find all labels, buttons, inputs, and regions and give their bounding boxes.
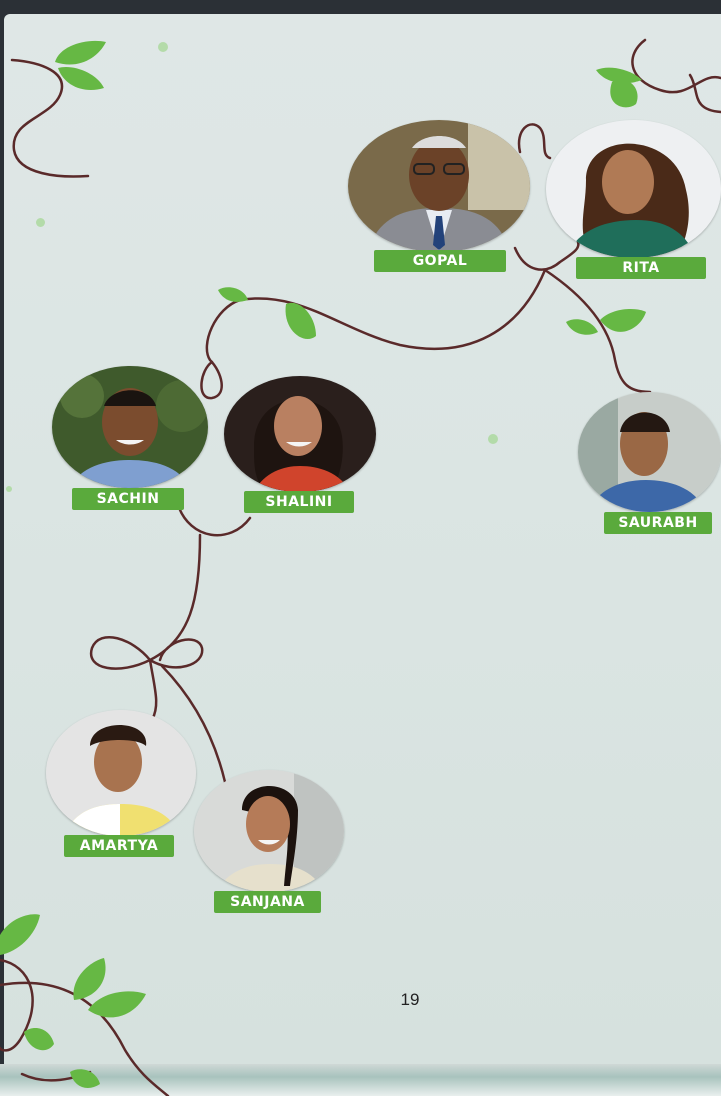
photo-sanjana	[194, 770, 344, 892]
photo-gopal	[348, 120, 530, 252]
photo-rita	[546, 120, 721, 258]
photo-shalini	[224, 376, 376, 492]
photo-saurabh	[578, 392, 721, 512]
name-label-rita: RITA	[576, 257, 706, 279]
name-label-amartya: AMARTYA	[64, 835, 174, 857]
page-number: 19	[400, 990, 420, 1009]
decor-dot	[158, 42, 168, 52]
decor-dot	[488, 434, 498, 444]
photo-amartya	[46, 710, 196, 836]
name-label-gopal: GOPAL	[374, 250, 506, 272]
name-label-sachin: SACHIN	[72, 488, 184, 510]
page-edge	[0, 1064, 721, 1096]
decor-dot	[6, 486, 12, 492]
name-label-saurabh: SAURABH	[604, 512, 712, 534]
photo-sachin	[52, 366, 208, 488]
decor-dot	[36, 218, 45, 227]
name-label-shalini: SHALINI	[244, 491, 354, 513]
name-label-sanjana: SANJANA	[214, 891, 321, 913]
